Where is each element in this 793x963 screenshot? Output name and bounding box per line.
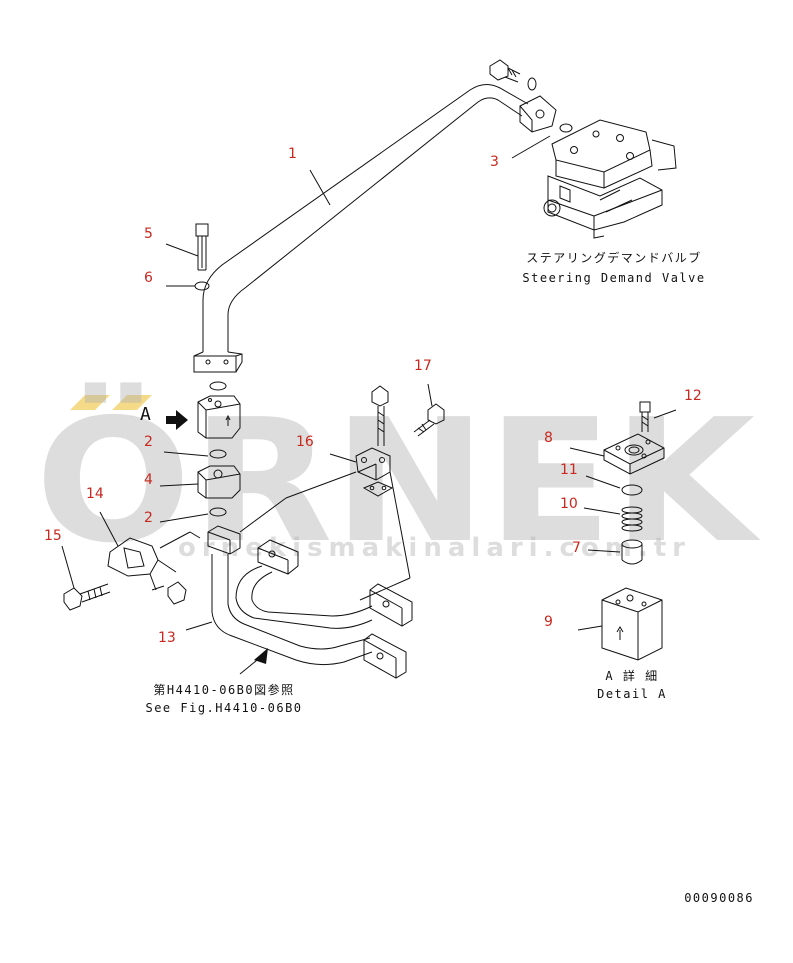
callout-15: 15 [44, 528, 62, 544]
callout-2-lower: 2 [144, 510, 153, 526]
tube-part-13 [207, 525, 413, 679]
callout-11: 11 [560, 462, 578, 478]
reference-caption-en: See Fig.H4410-06B0 [145, 701, 302, 715]
spacer-part-4 [197, 465, 241, 499]
drawing-number: 00090086 [684, 891, 754, 905]
block-detail-a [197, 395, 241, 439]
callout-13: 13 [158, 630, 176, 646]
callout-16: 16 [296, 434, 314, 450]
captions: ステアリングデマンドバルブ Steering Demand Valve 第H44… [145, 250, 754, 905]
o-ring-upper [209, 381, 227, 391]
callout-14: 14 [86, 486, 104, 502]
watermark-accent-right [112, 395, 152, 410]
reference-caption-jp: 第H4410-06B0図参照 [153, 682, 294, 697]
bracket-part-14 [107, 531, 201, 605]
callout-10: 10 [560, 496, 578, 512]
steering-demand-valve [543, 119, 677, 239]
callout-3: 3 [490, 154, 499, 170]
washer-part-6 [194, 281, 210, 291]
watermark: ÖRNEK ornekismakinalari.com.tr [35, 382, 761, 581]
detail-caption-jp: A 詳 細 [605, 668, 658, 683]
valve-caption-jp: ステアリングデマンドバルブ [526, 250, 702, 265]
callout-17: 17 [414, 358, 432, 374]
valve-caption-en: Steering Demand Valve [522, 271, 705, 285]
callout-5: 5 [144, 226, 153, 242]
bolt-part-12 [639, 401, 651, 432]
callout-4: 4 [144, 472, 153, 488]
callout-8: 8 [544, 430, 553, 446]
bolt-part-15 [63, 583, 111, 611]
callout-leaders [61, 135, 677, 631]
o-ring-part-2-upper [209, 449, 227, 459]
bolt-part-17 [413, 403, 445, 437]
bolt-top [489, 59, 537, 91]
spring-part-10 [621, 506, 643, 532]
tube-part-1 [193, 84, 529, 373]
o-ring-part-2-lower [209, 507, 227, 517]
callout-7: 7 [572, 540, 581, 556]
callout-numbers: 1 3 5 6 2 4 2 14 15 13 16 17 12 8 11 10 … [44, 146, 702, 646]
detail-caption-en: Detail A [597, 687, 667, 701]
block-part-9 [601, 587, 663, 661]
callout-2-upper: 2 [144, 434, 153, 450]
plate-part-8 [603, 433, 665, 475]
view-arrow-a: A [140, 404, 188, 430]
valve-flange [519, 95, 557, 133]
o-ring-part-11 [621, 484, 643, 496]
valve-part-7 [621, 539, 643, 565]
bolt-part-16 [371, 385, 389, 446]
callout-1: 1 [288, 146, 297, 162]
assembly-leaders [239, 471, 411, 601]
bracket-part-16 [355, 447, 394, 497]
callout-9: 9 [544, 614, 553, 630]
callout-6: 6 [144, 270, 153, 286]
watermark-site: ornekismakinalari.com.tr [178, 533, 691, 563]
view-marker-label: A [140, 404, 151, 425]
watermark-brand: ÖRNEK [35, 382, 761, 581]
callout-12: 12 [684, 388, 702, 404]
watermark-accent-left [70, 395, 110, 410]
bolt-part-5 [195, 223, 209, 271]
